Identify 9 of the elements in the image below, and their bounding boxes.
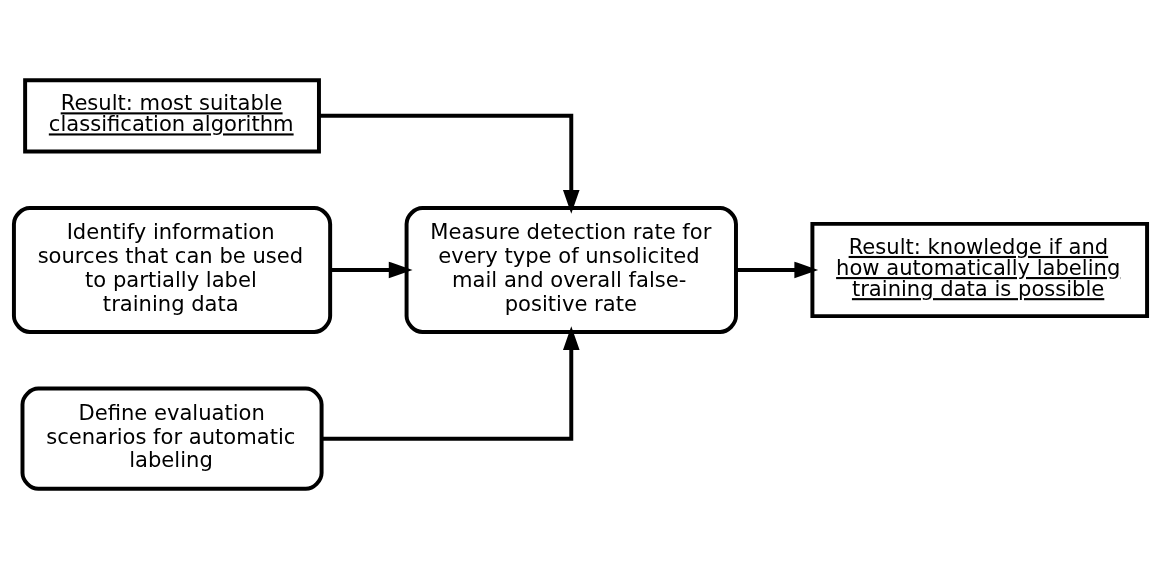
arrow [736, 261, 819, 279]
arrow [319, 113, 580, 214]
node-box: Identify information sources that can be used to partially label training data [11, 206, 333, 334]
arrow [321, 326, 580, 441]
arrow [330, 261, 413, 279]
node-box: Result: most suitable classification algorithm [23, 78, 321, 154]
node-box: Measure detection rate for every type of unsolicited mail and overall false-positive rate [404, 206, 738, 334]
node-box: Define evaluation scenarios for automatic labeling [20, 386, 324, 491]
node-box: Result: knowledge if and how automatically labeling training data is possible [810, 221, 1150, 319]
